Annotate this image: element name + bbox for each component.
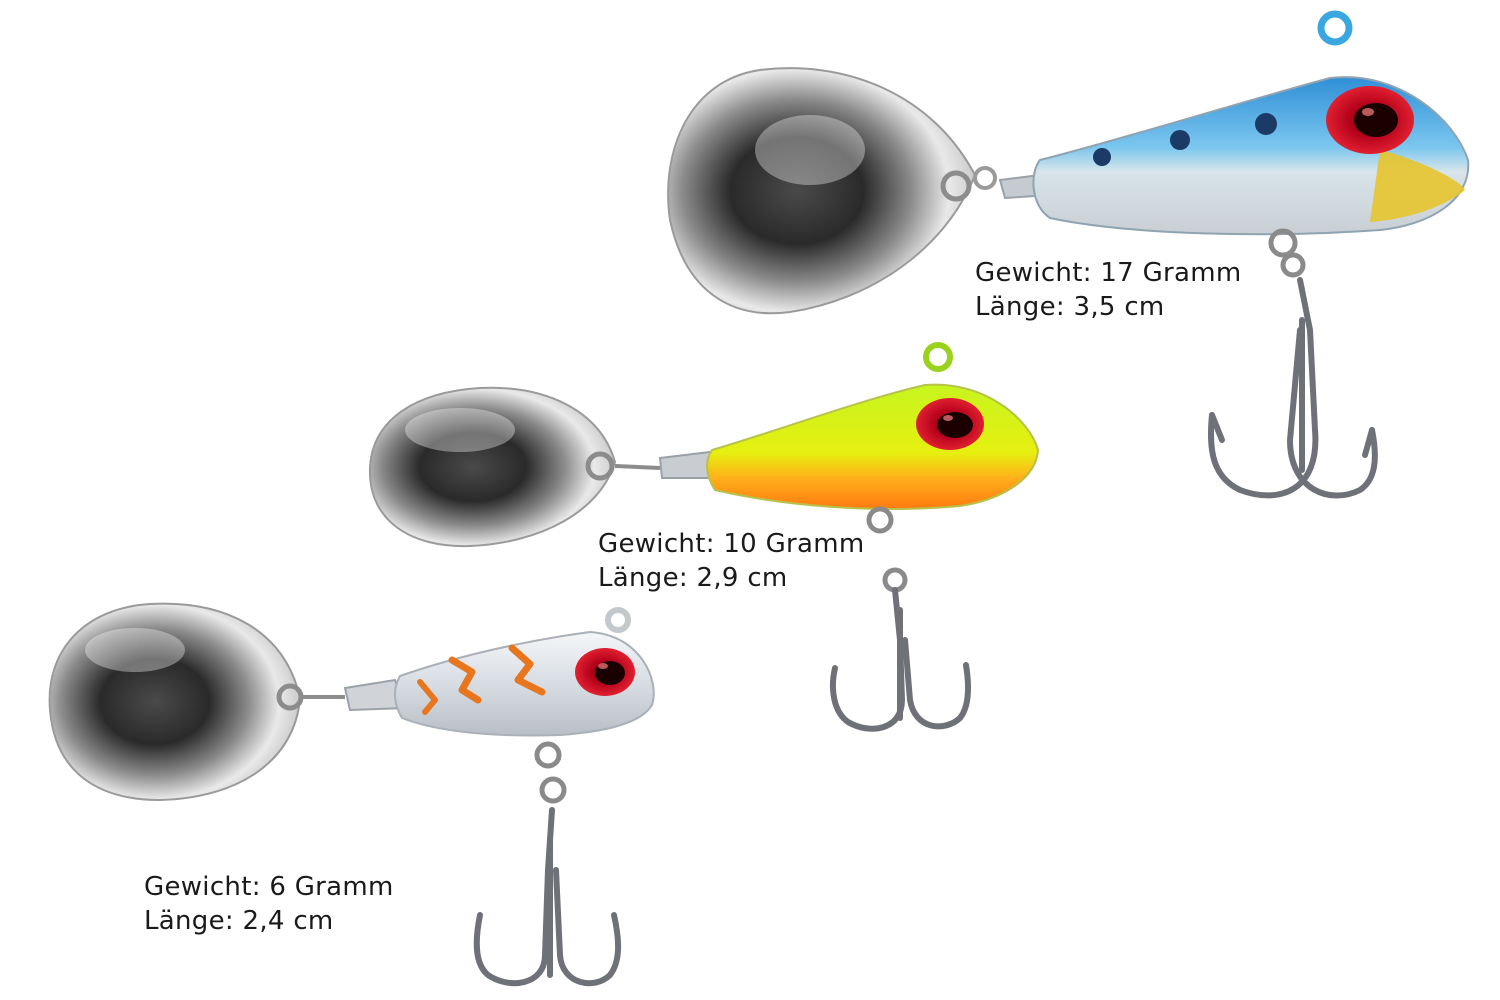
medium-treble-hook: [829, 587, 971, 732]
large-lure-specs: Gewicht: 17 Gramm Länge: 3,5 cm: [975, 256, 1242, 324]
medium-lure-body: [706, 383, 1040, 510]
medium-spinner-blade: [368, 386, 617, 548]
medium-lure-specs: Gewicht: 10 Gramm Länge: 2,9 cm: [598, 527, 865, 595]
small-treble-hook: [473, 807, 622, 987]
large-lure-length: Länge: 3,5 cm: [975, 292, 1165, 322]
large-line-eye: [1317, 10, 1353, 46]
small-lure: [48, 602, 655, 987]
large-treble-hook: [1207, 277, 1378, 499]
medium-split-ring: [585, 451, 615, 481]
small-lure-specs: Gewicht: 6 Gramm Länge: 2,4 cm: [144, 870, 394, 938]
small-spinner-blade: [48, 602, 302, 802]
large-spinner-blade: [667, 67, 977, 315]
medium-lure: [368, 342, 1040, 732]
small-lure-weight: Gewicht: 6 Gramm: [144, 872, 394, 902]
small-line-eye: [605, 607, 631, 633]
medium-lure-weight: Gewicht: 10 Gramm: [598, 529, 865, 559]
large-lure: [667, 10, 1470, 499]
medium-lure-length: Länge: 2,9 cm: [598, 563, 788, 593]
small-lure-length: Länge: 2,4 cm: [144, 906, 334, 936]
medium-line-eye: [923, 342, 953, 372]
large-split-ring: [940, 170, 972, 202]
small-split-ring: [276, 683, 304, 711]
large-lure-weight: Gewicht: 17 Gramm: [975, 258, 1242, 288]
